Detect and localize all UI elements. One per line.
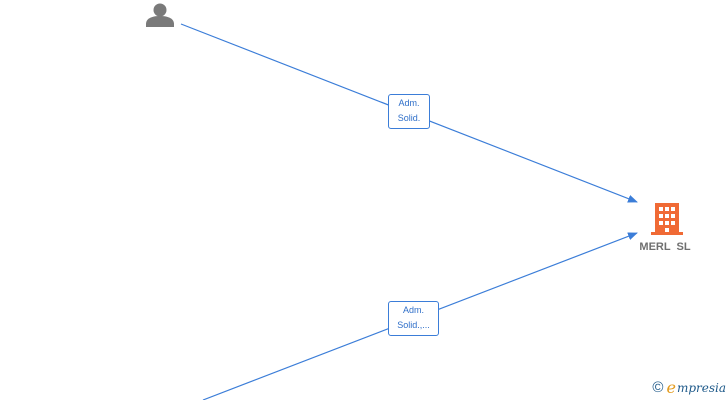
edge-label-line2: Solid. [397, 113, 421, 123]
building-icon[interactable] [651, 203, 683, 235]
brand-logo-text: mpresia [676, 381, 726, 395]
copyright-icon: © [652, 379, 664, 396]
brand-logo-initial: e [666, 378, 676, 397]
company-name-label[interactable]: MERL SL [639, 241, 691, 253]
edge-label-adm-solid[interactable]: Adm. Solid. [388, 94, 430, 129]
edge-label-line1: Adm. [398, 98, 420, 108]
edge-label-line2: Solid.,... [397, 320, 430, 330]
person-icon[interactable] [146, 3, 174, 28]
edge-label-line1: Adm. [402, 305, 424, 315]
empresia-watermark[interactable]: © e mpresia [652, 380, 726, 396]
edge-label-adm-solid-more[interactable]: Adm. Solid.,... [388, 301, 439, 336]
